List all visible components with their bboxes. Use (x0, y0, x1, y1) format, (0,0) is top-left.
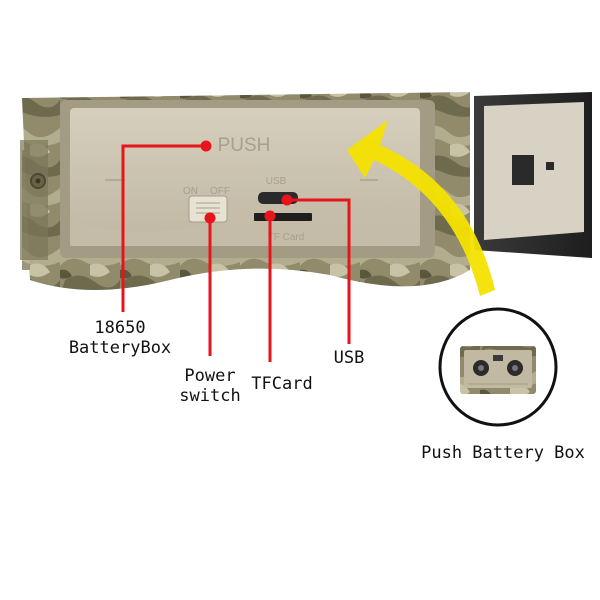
power-label-line1: Power (184, 366, 236, 386)
power-label-line2: switch (179, 386, 241, 406)
push-engraving: PUSH (218, 135, 271, 156)
battery-label-line2: BatteryBox (68, 338, 172, 358)
push-arrow (347, 120, 495, 296)
inset-circle (438, 307, 558, 427)
battery-label-line1: 18650 (94, 318, 146, 338)
door-latch (512, 155, 534, 185)
battery-label: 18650 BatteryBox (58, 318, 182, 358)
on-engraving: ON (183, 186, 198, 197)
usb-label: USB (333, 348, 365, 368)
tfcard-label: TFCard (251, 374, 313, 394)
off-engraving: OFF (210, 186, 230, 197)
callout-dots (200, 140, 293, 224)
usb-engraving: USB (266, 176, 287, 187)
inset-caption: Push Battery Box (421, 443, 585, 463)
battery-door (474, 92, 592, 258)
tfcard-engraving: TF Card (268, 232, 305, 243)
power-switch-label: Power switch (168, 366, 252, 406)
inset-battery-box (460, 346, 536, 394)
tfcard-slot[interactable] (254, 213, 312, 221)
callout-lines (121, 144, 351, 362)
